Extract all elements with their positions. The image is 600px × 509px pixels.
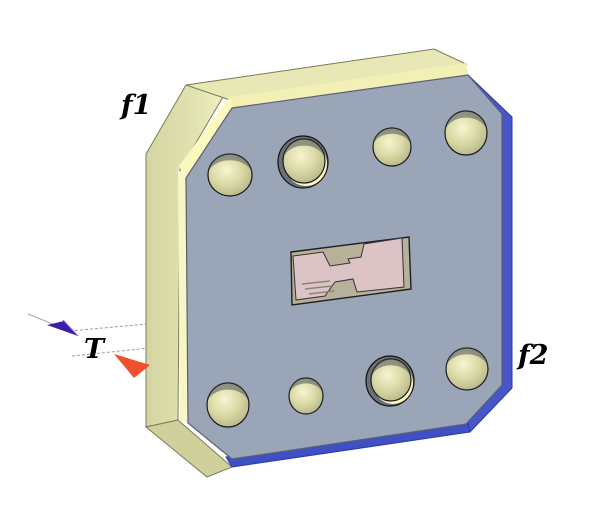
bottom-center-right-hole: [365, 355, 415, 407]
mounting-holes: [206, 110, 489, 428]
label-f2: f2: [516, 340, 548, 371]
label-f1: f1: [119, 90, 151, 121]
top-center-right-hole: [372, 127, 412, 167]
top-left-hole: [207, 153, 253, 197]
thickness-arrow-top: [47, 321, 78, 336]
bottom-right-hole: [445, 347, 489, 391]
bottom-center-left-hole: [288, 377, 324, 415]
bottom-left-hole: [206, 382, 250, 428]
flange-side-face: [144, 48, 468, 478]
top-right-hole: [444, 110, 488, 156]
waveguide-slot: [290, 236, 412, 306]
thickness-arrow-bottom: [114, 354, 150, 378]
top-center-left-hole: [277, 135, 329, 189]
label-thickness: T: [84, 334, 106, 365]
